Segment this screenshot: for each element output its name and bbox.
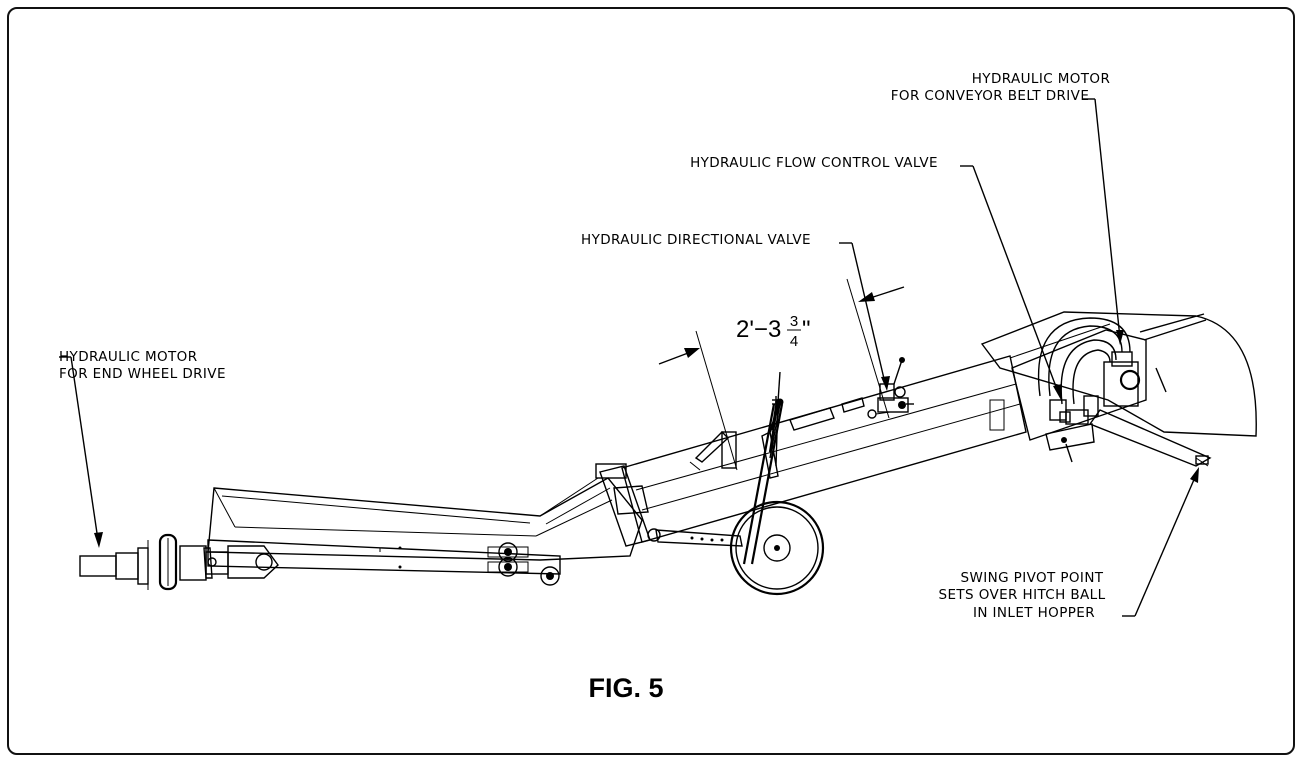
label-motor-belt-line1: HYDRAULIC MOTOR bbox=[972, 71, 1111, 87]
bearing-units bbox=[487, 542, 560, 586]
dimension-label: 2'−3 3 4 " bbox=[736, 313, 811, 350]
end-wheel-drive bbox=[79, 533, 279, 591]
figure-caption: FIG. 5 bbox=[588, 673, 663, 703]
dimension-numerator: 3 bbox=[790, 313, 798, 330]
label-motor-wheel-line1: HYDRAULIC MOTOR bbox=[59, 349, 198, 365]
dimension-whole: 2'−3 bbox=[736, 316, 781, 343]
label-swing-pivot-line2: SETS OVER HITCH BALL bbox=[938, 587, 1105, 603]
label-motor-wheel-line2: FOR END WHEEL DRIVE bbox=[59, 366, 226, 382]
dimension-denominator: 4 bbox=[790, 333, 798, 350]
label-swing-pivot-line1: SWING PIVOT POINT bbox=[961, 570, 1104, 586]
elbow-section bbox=[595, 463, 661, 547]
flow-control-valve bbox=[1045, 395, 1099, 463]
discharge-head bbox=[980, 311, 1257, 467]
label-directional-valve: HYDRAULIC DIRECTIONAL VALVE bbox=[581, 232, 811, 248]
label-swing-pivot-line3: IN INLET HOPPER bbox=[973, 605, 1095, 621]
inlet-hopper bbox=[207, 477, 643, 561]
transport-assembly bbox=[655, 371, 825, 596]
label-motor-belt-line2: FOR CONVEYOR BELT DRIVE bbox=[891, 88, 1090, 104]
drawing-frame bbox=[7, 7, 1295, 755]
belt-drive-motor bbox=[1037, 317, 1167, 407]
label-flow-control-valve: HYDRAULIC FLOW CONTROL VALVE bbox=[690, 155, 938, 171]
conveyor-machine bbox=[79, 311, 1257, 596]
leader-lines bbox=[59, 98, 1199, 617]
dimension-lines bbox=[658, 278, 905, 471]
main-tube bbox=[621, 355, 1027, 543]
dimension-unit: " bbox=[802, 316, 811, 343]
directional-valve bbox=[867, 357, 914, 419]
